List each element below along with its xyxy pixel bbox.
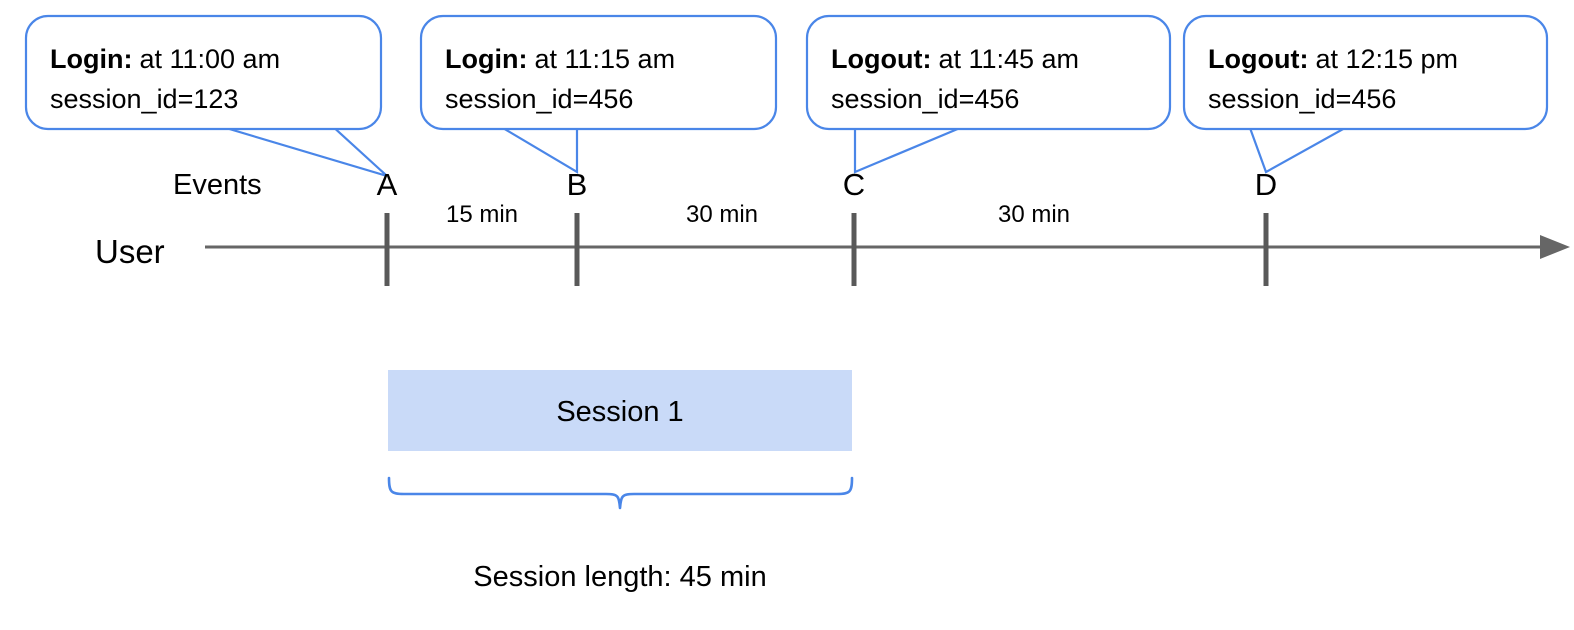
session-length-brace [387, 476, 854, 510]
callout-b-line2: session_id=456 [445, 84, 633, 114]
timeline-axis [205, 235, 1570, 259]
callout-c-tail [853, 122, 961, 174]
callout-c-box [805, 14, 1172, 131]
interval-ab-label: 15 min [446, 201, 518, 228]
callout-c-line1: Logout:at 11:45 am [831, 44, 1079, 74]
tick-c-group[interactable]: C [843, 167, 865, 286]
interval-bc-label: 30 min [686, 201, 758, 228]
axis-arrow-icon [1540, 235, 1570, 259]
tick-c-label: C [843, 167, 865, 202]
callout-c-line2: session_id=456 [831, 84, 1019, 114]
callout-b-line1: Login:at 11:15 am [445, 44, 675, 74]
callout-d-time: at 12:15 pm [1315, 44, 1458, 74]
callout-b[interactable]: Login:at 11:15 am session_id=456 [419, 14, 778, 174]
callout-a-line2: session_id=123 [50, 84, 238, 114]
callout-d[interactable]: Logout:at 12:15 pm session_id=456 [1182, 14, 1549, 174]
callout-a-box [24, 14, 383, 131]
callout-d-box [1182, 14, 1549, 131]
callout-a[interactable]: Login:at 11:00 am session_id=123 [24, 14, 388, 178]
callout-d-line2: session_id=456 [1208, 84, 1396, 114]
tick-d-label: D [1255, 167, 1277, 202]
callout-a-line1: Login:at 11:00 am [50, 44, 280, 74]
interval-cd-label: 30 min [998, 201, 1070, 228]
callout-d-tail [1248, 126, 1350, 174]
tick-d-group[interactable]: D [1255, 167, 1277, 286]
session-length-caption: Session length: 45 min [473, 561, 766, 593]
tick-a-group[interactable]: A [377, 167, 398, 286]
callout-c-time: at 11:45 am [938, 44, 1079, 74]
callout-b-tail [499, 122, 579, 174]
user-row-label: User [95, 233, 165, 270]
callout-b-time: at 11:15 am [534, 44, 675, 74]
callout-d-line1: Logout:at 12:15 pm [1208, 44, 1458, 74]
tick-b-label: B [567, 167, 588, 202]
callout-d-event-label: Logout: [1208, 44, 1308, 74]
callout-c[interactable]: Logout:at 11:45 am session_id=456 [805, 14, 1172, 174]
events-row-label: Events [173, 169, 262, 201]
callout-b-box [419, 14, 778, 131]
tick-a-label: A [377, 167, 398, 202]
callout-a-time: at 11:00 am [139, 44, 280, 74]
session-1-bar-label: Session 1 [556, 396, 683, 428]
session-1-bar [388, 370, 852, 451]
tick-b-group[interactable]: B [567, 167, 588, 286]
callout-a-event-label: Login: [50, 44, 132, 74]
callout-b-event-label: Login: [445, 44, 527, 74]
callout-c-event-label: Logout: [831, 44, 931, 74]
session-1-bar-group[interactable]: Session 1 [388, 370, 852, 451]
